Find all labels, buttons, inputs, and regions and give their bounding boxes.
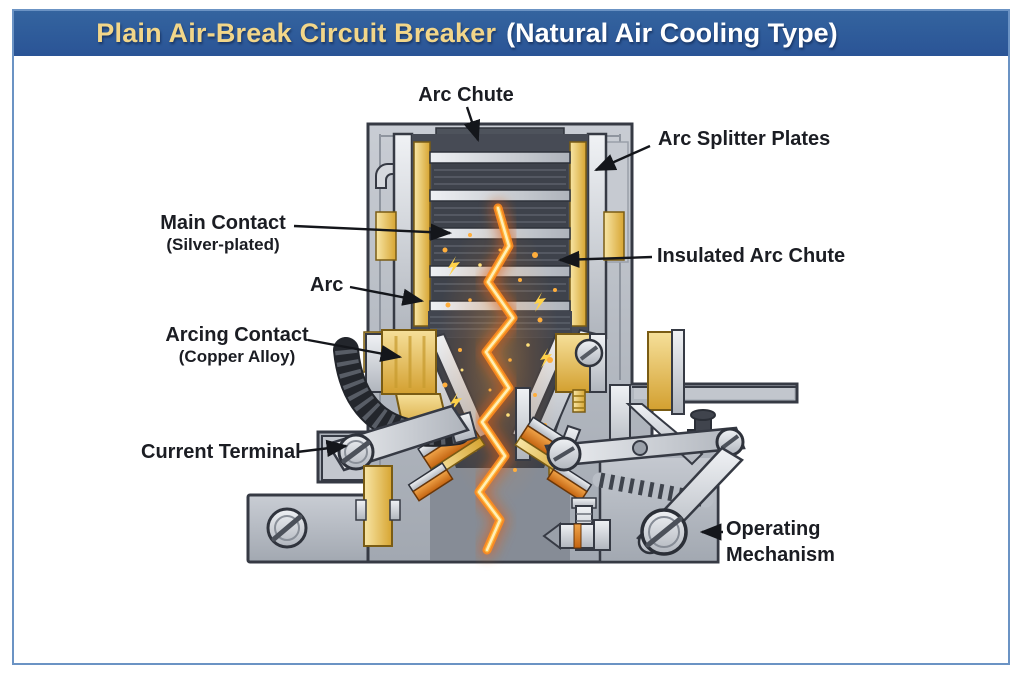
label-current-terminal: Current Terminal xyxy=(141,441,301,463)
leader-arrow-insulated-arc-chute xyxy=(557,250,653,269)
label-main-contact: Main Contact (Silver-plated) xyxy=(128,212,318,255)
label-arc-splitter-plates: Arc Splitter Plates xyxy=(658,128,831,150)
leader-arrow-arc-splitter-plates xyxy=(594,144,651,172)
label-insulated-arc-chute: Insulated Arc Chute xyxy=(657,245,846,267)
page-title-suffix: (Natural Air Cooling Type) xyxy=(506,18,838,48)
label-main-contact-sub: (Silver-plated) xyxy=(166,235,280,254)
leader-arrow-current-terminal xyxy=(296,439,349,457)
leader-arrows xyxy=(293,106,723,541)
leader-arrow-arc-chute xyxy=(463,106,481,143)
label-arcing-contact-sub: (Copper Alloy) xyxy=(178,347,296,366)
label-arc-chute: Arc Chute xyxy=(418,84,514,106)
title-bar: Plain Air-Break Circuit Breaker (Natural… xyxy=(14,11,1008,56)
leader-arrow-arcing-contact xyxy=(307,338,403,362)
operating-mechanism-part xyxy=(542,403,746,564)
leader-arrow-main-contact xyxy=(293,223,453,241)
label-arcing-contact: Arcing Contact (Copper Alloy) xyxy=(142,324,332,367)
leader-arrow-arc xyxy=(349,285,425,306)
current-terminal-part xyxy=(321,404,470,547)
page-title: Plain Air-Break Circuit Breaker xyxy=(96,18,497,48)
label-arcing-contact-text: Arcing Contact xyxy=(165,324,309,346)
label-operating-mechanism: Operating Mechanism xyxy=(726,518,835,567)
label-main-contact-text: Main Contact xyxy=(160,212,286,234)
label-arc: Arc xyxy=(310,274,344,296)
